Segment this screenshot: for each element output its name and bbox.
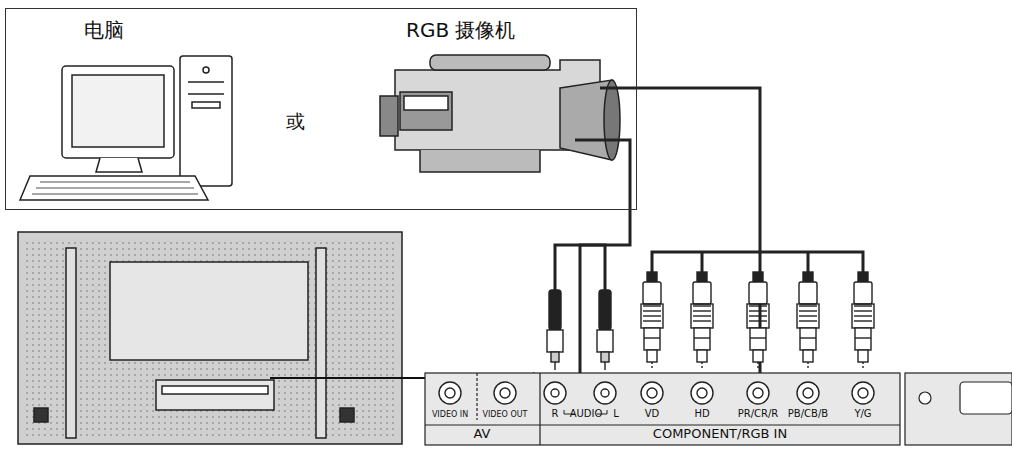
panel-label: COMPONENT/RGB IN (653, 427, 787, 441)
jacks (439, 382, 874, 404)
terminal-label: PB/CB/B (788, 409, 828, 419)
terminal-panel: AV (425, 373, 540, 445)
terminal-label: R (552, 409, 559, 419)
display-back (18, 232, 402, 444)
cable (580, 210, 630, 373)
terminal-label: VIDEO OUT (483, 411, 528, 419)
device-label: 电脑 (84, 19, 124, 41)
cable (637, 88, 760, 373)
terminal-label: AUDIO (570, 409, 603, 419)
connector-panel (425, 373, 1012, 445)
device-label: RGB 摄像机 (406, 19, 515, 41)
terminal-label: VIDEO IN (432, 411, 468, 419)
device-label: 或 (286, 111, 305, 132)
terminal-label: Y/G (854, 409, 871, 419)
terminal-label: VD (645, 409, 660, 419)
source-devices-box: 电脑或 RGB 摄像机 (5, 8, 637, 210)
panel-label: AV (474, 427, 491, 441)
camcorder (380, 55, 620, 172)
terminal-label: L (613, 409, 619, 419)
terminal-label: HD (694, 409, 709, 419)
computer (20, 56, 232, 200)
terminal-label: PR/CR/R (738, 409, 779, 419)
